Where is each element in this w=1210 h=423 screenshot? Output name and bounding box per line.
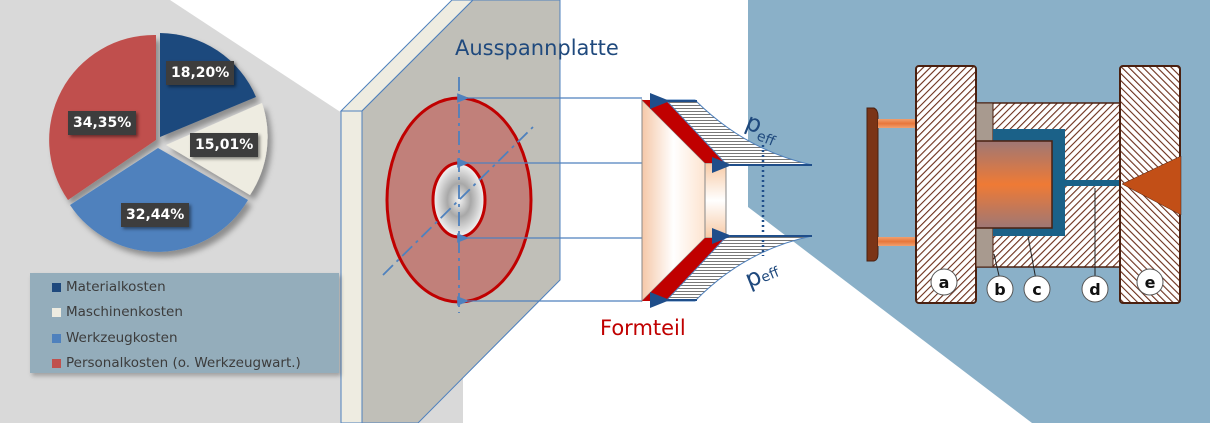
- legend-swatch-icon: [52, 358, 61, 368]
- svg-text:a: a: [939, 273, 950, 292]
- pie-label-material: 18,20%: [166, 61, 235, 85]
- callout-a: a: [930, 268, 958, 296]
- callout-b: b: [986, 275, 1014, 303]
- pie-label-werkzeug: 32,44%: [121, 203, 190, 227]
- molded-part-section: [641, 93, 813, 308]
- legend-item-maschinen: Maschinenkosten: [52, 302, 183, 322]
- legend-swatch-icon: [52, 282, 61, 292]
- platen-a: [915, 65, 977, 304]
- legend-item-personal: Personalkosten (o. Werkzeugwart.): [52, 353, 301, 373]
- svg-text:d: d: [1089, 280, 1100, 299]
- svg-text:b: b: [994, 280, 1005, 299]
- legend-item-material: Materialkosten: [52, 277, 166, 297]
- part-label: Formteil: [600, 316, 686, 340]
- legend-item-werkzeug: Werkzeugkosten: [52, 328, 178, 348]
- callout-d: d: [1081, 275, 1109, 303]
- mounting-plate: [339, 0, 561, 423]
- plate-label: Ausspannplatte: [455, 36, 619, 60]
- pie-label-personal: 34,35%: [68, 111, 137, 135]
- callout-c: c: [1023, 275, 1051, 303]
- machine-schematic: [866, 65, 1182, 304]
- legend-swatch-icon: [52, 333, 61, 343]
- legend-swatch-icon: [52, 307, 61, 317]
- svg-text:c: c: [1032, 280, 1041, 299]
- chart-legend: Materialkosten Maschinenkosten Werkzeugk…: [30, 273, 339, 373]
- callout-e: e: [1136, 268, 1164, 296]
- pie-label-maschinen: 15,01%: [190, 133, 259, 157]
- pie-slice-material: [160, 33, 256, 137]
- svg-text:e: e: [1145, 273, 1156, 292]
- pie-slice-werkzeug: [70, 148, 248, 252]
